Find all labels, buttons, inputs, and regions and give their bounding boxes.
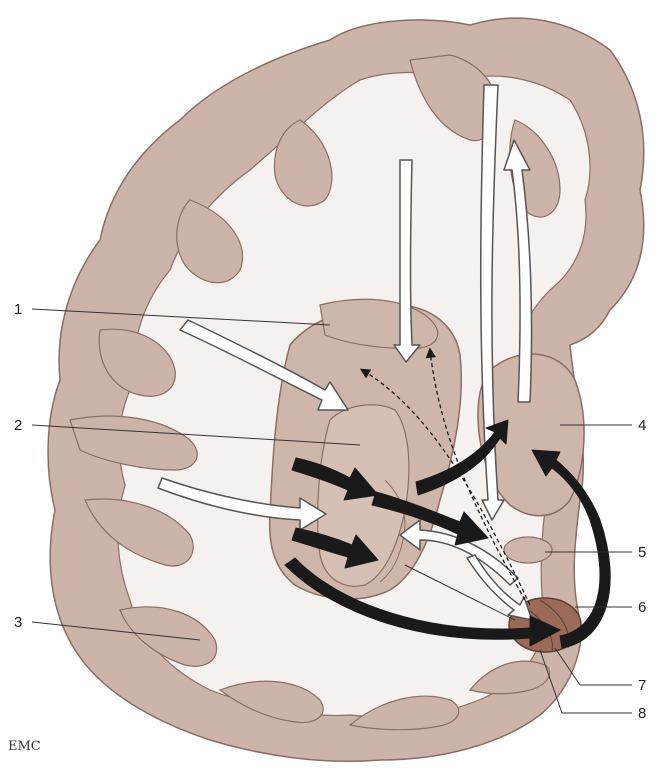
label-1: 1 (14, 301, 22, 318)
label-7: 7 (638, 677, 646, 694)
label-5: 5 (638, 544, 646, 561)
label-2: 2 (14, 417, 22, 434)
emc-logo: EMC (8, 739, 41, 754)
label-3: 3 (14, 614, 22, 631)
subthalamic-nucleus (504, 537, 552, 563)
label-4: 4 (638, 417, 646, 434)
label-6: 6 (638, 599, 646, 616)
label-8: 8 (638, 705, 646, 722)
